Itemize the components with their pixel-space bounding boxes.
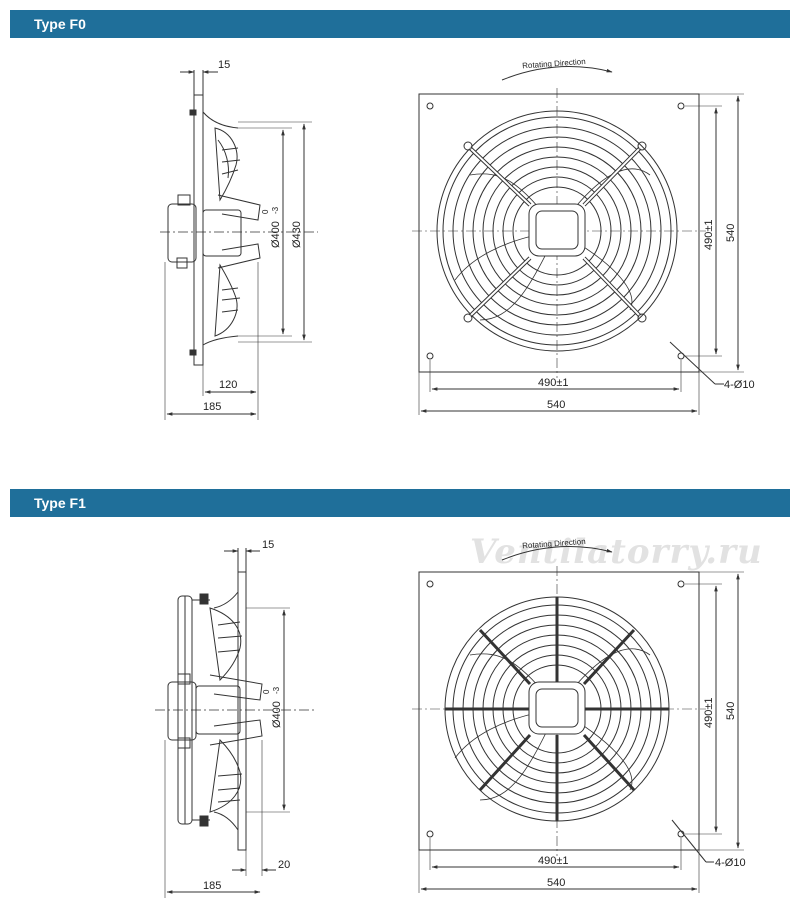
f0-dim-hole-spacing-h: 490±1 [538, 377, 569, 389]
f1-dim-depth-total: 185 [203, 880, 221, 892]
f0-tol-top: 0 [261, 209, 270, 214]
f0-dim-depth-inner: 120 [219, 379, 237, 391]
section-header-type-f0: Type F0 [10, 10, 790, 38]
f0-side-view [160, 70, 318, 420]
f0-dim-blade-dia: Ø400 [270, 221, 282, 248]
f1-dim-hole-spacing-h: 490±1 [538, 855, 569, 867]
f1-dim-hole-spacing-v: 490±1 [703, 697, 715, 728]
f0-dim-flange-thickness: 15 [218, 59, 230, 71]
watermark-logo: Ventilatorry.ru [470, 532, 763, 572]
f0-dim-height: 540 [725, 224, 737, 242]
f1-dim-offset: 20 [278, 859, 290, 871]
f0-dim-outer-dia: Ø430 [291, 221, 303, 248]
f0-rotation-label: Rotating Direction [522, 57, 586, 70]
f1-side-view [155, 548, 315, 898]
f0-tol-bottom: -3 [271, 206, 280, 214]
f0-front-view [412, 66, 744, 415]
f1-dim-height: 540 [725, 702, 737, 720]
f0-dim-width: 540 [547, 399, 565, 411]
f1-front-view [412, 546, 744, 893]
f1-tol-top: 0 [262, 689, 271, 694]
f1-dim-width: 540 [547, 877, 565, 889]
f1-tol-bottom: -3 [272, 686, 281, 694]
f0-dim-depth-total: 185 [203, 401, 221, 413]
f1-rotation-label: Rotating Direction [522, 537, 586, 550]
f0-dim-hole-spacing-v: 490±1 [703, 219, 715, 250]
section-header-type-f1: Type F1 [10, 489, 790, 517]
f1-dim-flange-thickness: 15 [262, 539, 274, 551]
f1-hole-callout: 4-Ø10 [715, 857, 746, 869]
f1-dim-blade-dia: Ø400 [271, 701, 283, 728]
f0-hole-callout: 4-Ø10 [724, 379, 755, 391]
